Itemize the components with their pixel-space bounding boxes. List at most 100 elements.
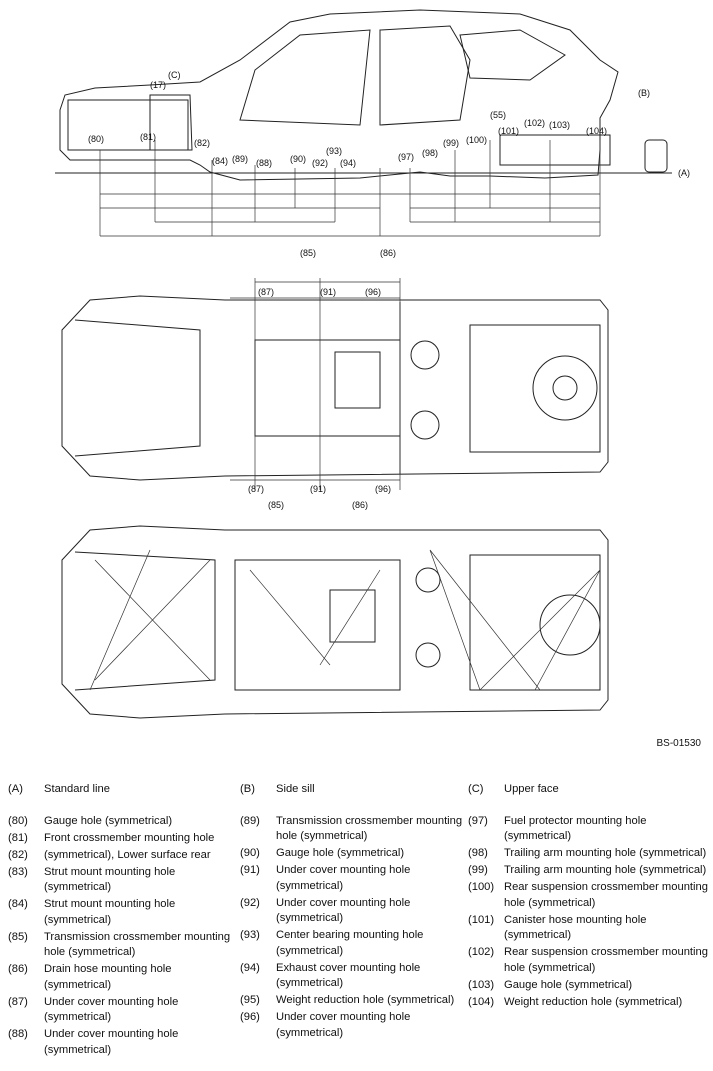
legend-key: (94) — [240, 961, 260, 974]
legend-entry-103: (103) Gauge hole (symmetrical) — [468, 978, 708, 994]
under-spare-well — [539, 594, 601, 656]
legend-text: Under cover mounting hole (symmetrical) — [44, 1028, 179, 1056]
body-dimension-diagram: (C) (17) (55) (B) (80) (81) (82) (84) (8… — [55, 9, 690, 719]
side-label-100: (100) — [466, 135, 487, 145]
side-label-93: (93) — [326, 146, 342, 156]
side-body-outline — [59, 9, 619, 181]
legend-key: (83) — [8, 865, 28, 878]
legend-entry-101: (101) Canister hose mounting hole (symme… — [468, 913, 708, 944]
legend-text: Fuel protector mounting hole (symmetrica… — [504, 814, 647, 843]
legend-entry-98: (98) Trailing arm mounting hole (symmetr… — [468, 846, 708, 862]
legend-key: (85) — [8, 930, 28, 943]
legend-entry-82: (82) (symmetrical), Lower surface rear — [8, 848, 234, 864]
legend-text: Strut mount mounting hole (symmetrical) — [44, 865, 176, 894]
plan-spare-well — [532, 355, 598, 421]
legend-text: Side sill — [276, 783, 315, 795]
legend-text: Under cover mounting hole (symmetrical) — [44, 995, 179, 1024]
under-tunnel — [234, 559, 401, 691]
legend-entry-104: (104) Weight reduction hole (symmetrical… — [468, 995, 708, 1011]
side-label-101: (101) — [498, 126, 519, 136]
side-label-84: (84) — [212, 156, 228, 166]
legend-entry-100: (100) Rear suspension crossmember mounti… — [468, 880, 708, 911]
legend-entry-91: (91) Under cover mounting hole (symmetri… — [240, 863, 468, 894]
legend-entry-89: (89) Transmission crossmember mounting h… — [240, 814, 468, 845]
legend-entry-85: (85) Transmission crossmember mounting h… — [8, 930, 234, 961]
legend-key: (104) — [468, 995, 495, 1008]
legend-key: (91) — [240, 864, 260, 876]
legend-text: Strut mount mounting hole (symmetrical) — [44, 898, 176, 926]
legend-key: (100) — [468, 881, 495, 893]
legend-entry-a: (A) Standard line — [8, 782, 234, 798]
legend-key: (96) — [240, 1011, 260, 1023]
under-bracket — [329, 589, 376, 643]
plan-front-frame — [74, 319, 201, 457]
side-label-89: (89) — [232, 154, 248, 164]
legend-text: Trailing arm mounting hole (symmetrical) — [504, 847, 707, 859]
side-label-81: (81) — [140, 132, 156, 142]
side-rear-window — [379, 25, 471, 126]
legend-entry-81: (81) Front crossmember mounting hole — [8, 831, 234, 847]
legend-key: (101) — [468, 913, 495, 926]
side-front-window — [239, 29, 371, 126]
legend-text: (symmetrical), Lower surface rear — [44, 848, 211, 861]
legend-text: Rear suspension crossmember mounting hol… — [504, 881, 708, 909]
legend-column-1: (A) Standard line (80) Gauge hole (symme… — [8, 782, 234, 1060]
side-label-102: (102) — [524, 118, 545, 128]
legend-entry-87: (87) Under cover mounting hole (symmetri… — [8, 995, 234, 1026]
plan-top-96: (96) — [365, 287, 381, 297]
legend-text: Under cover mounting hole (symmetrical) — [276, 1011, 411, 1039]
legend-key: (98) — [468, 847, 488, 859]
plan-view — [61, 295, 609, 481]
plan-fuel-hole-2 — [410, 410, 440, 440]
legend-key: (87) — [8, 995, 28, 1008]
side-label-92: (92) — [312, 158, 328, 168]
label-c: (C) — [168, 70, 181, 80]
plan-top-87: (87) — [258, 287, 274, 297]
legend-key: (80) — [8, 814, 28, 827]
legend-key: (97) — [468, 814, 488, 827]
legend-text: Upper face — [504, 783, 559, 795]
legend-entry-90: (90) Gauge hole (symmetrical) — [240, 846, 468, 862]
legend-text: Gauge hole (symmetrical) — [44, 814, 173, 827]
legend-text: Rear suspension crossmember mounting hol… — [504, 946, 708, 974]
legend-text: Gauge hole (symmetrical) — [504, 978, 633, 991]
legend-entry-b: (B) Side sill — [240, 782, 468, 798]
under-body-outline — [61, 525, 609, 719]
legend-entry-99: (99) Trailing arm mounting hole (symmetr… — [468, 863, 708, 879]
side-label-82: (82) — [194, 138, 210, 148]
legend-entry-92: (92) Under cover mounting hole (symmetri… — [240, 896, 468, 927]
under-front-frame — [74, 551, 216, 691]
legend-text: Exhaust cover mounting hole (symmetrical… — [276, 961, 421, 990]
legend-key: (88) — [8, 1028, 28, 1040]
side-quarter-window — [459, 29, 566, 81]
legend-key: (90) — [240, 847, 260, 859]
legend-key: (93) — [240, 929, 260, 941]
legend-text: Transmission crossmember mounting hole (… — [44, 930, 231, 959]
plan-bottom-85: (85) — [268, 500, 284, 510]
legend-entry-83: (83) Strut mount mounting hole (symmetri… — [8, 865, 234, 896]
plan-view-labels: (87) (91) (96) (87) (91) (96) (85) (86) — [248, 287, 391, 510]
under-hole-2 — [415, 642, 441, 668]
legend-entry-80: (80) Gauge hole (symmetrical) — [8, 814, 234, 830]
legend-entry-84: (84) Strut mount mounting hole (symmetri… — [8, 897, 234, 928]
legend-entry-102: (102) Rear suspension crossmember mounti… — [468, 945, 708, 976]
legend-text: Front crossmember mounting hole — [44, 831, 215, 844]
legend-entry-94: (94) Exhaust cover mounting hole (symmet… — [240, 961, 468, 992]
legend-text: Standard line — [44, 783, 110, 795]
legend-key: (C) — [468, 783, 484, 795]
side-view — [59, 9, 668, 181]
legend-text: Canister hose mounting hole (symmetrical… — [504, 913, 647, 942]
side-label-94: (94) — [340, 158, 356, 168]
plan-rear-frame — [469, 324, 601, 453]
under-cross-lines — [89, 549, 601, 691]
legend-entry-96: (96) Under cover mounting hole (symmetri… — [240, 1010, 468, 1041]
side-label-104: (104) — [586, 126, 607, 136]
legend-key: (84) — [8, 898, 28, 910]
plan-center-bracket — [334, 351, 381, 409]
legend-entry-88: (88) Under cover mounting hole (symmetri… — [8, 1027, 234, 1058]
legend-entry-86: (86) Drain hose mounting hole (symmetric… — [8, 962, 234, 993]
plan-dimension-lines — [230, 278, 401, 490]
side-label-90: (90) — [290, 154, 306, 164]
plan-bottom-96: (96) — [375, 484, 391, 494]
under-hole-1 — [415, 567, 441, 593]
